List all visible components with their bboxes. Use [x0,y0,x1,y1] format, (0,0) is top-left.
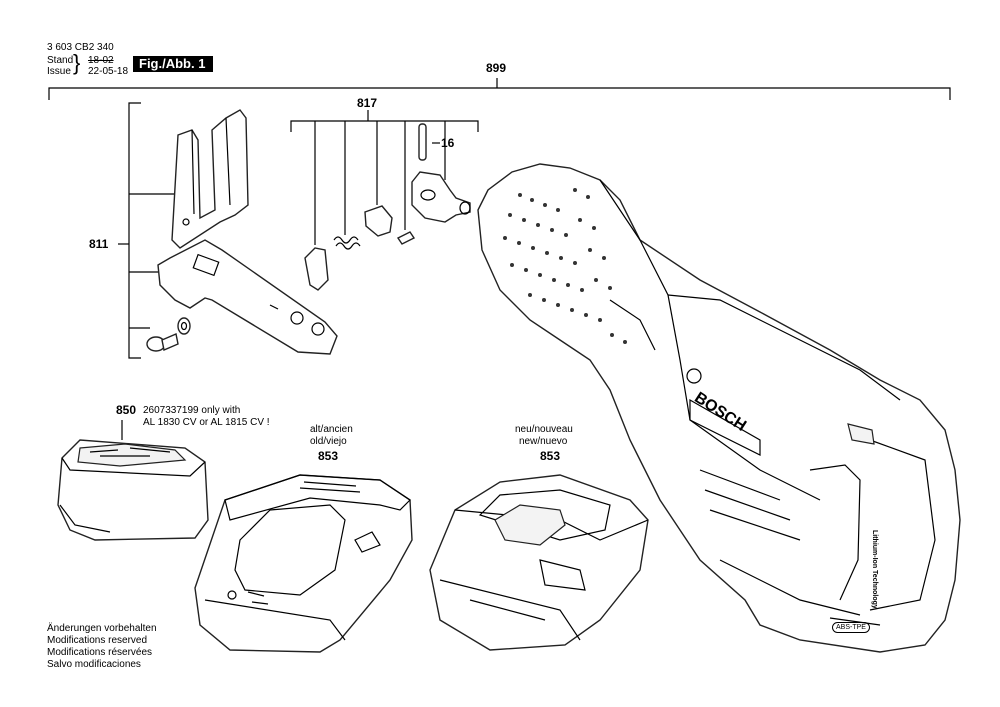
pin-16-part [418,123,427,161]
battery-pack-part [57,420,209,541]
screw-part [146,317,191,352]
callout-853-old-label1: alt/ancien [310,424,353,435]
bracket-glyph: } [73,50,81,75]
clip-part [364,205,393,237]
issue-date: 22-05-18 [88,66,129,77]
callout-899: 899 [486,61,507,75]
callout-850: 850 [116,403,137,417]
document-number: 3 603 CB2 340 [47,42,114,53]
old-charger-part [194,474,413,653]
belt-clip-part [171,109,249,249]
saw-body-part [477,163,961,653]
issue-label: Issue [47,66,71,77]
footer-line-3: Modifications réservées [47,647,153,658]
footer-line-4: Salvo modificaciones [47,659,141,670]
battery-technology-label: Lithium-Ion Technology [871,530,878,609]
callout-853-new-label1: neu/nouveau [515,424,573,435]
pin-small-part [396,231,416,245]
callout-817: 817 [357,96,378,110]
callout-853-old-label2: old/viejo [310,436,347,447]
callout-811: 811 [89,237,109,251]
callout-850-note-line1: 2607337199 only with [143,405,241,416]
old-date: 18-02 [88,55,114,66]
callout-850-note-line2: AL 1830 CV or AL 1815 CV ! [143,417,270,428]
stand-label: Stand [47,55,74,66]
figure-label: Fig./Abb. 1 [133,56,213,72]
callout-817-bracket [290,110,479,245]
abs-tpe-label: ABS-TPE [832,622,870,633]
callout-853-new: 853 [540,449,561,463]
footer-line-2: Modifications reserved [47,635,148,646]
callout-853-new-label2: new/nuevo [519,436,568,447]
callout-811-bracket [118,102,175,359]
callout-853-old: 853 [318,449,339,463]
new-charger-part [429,474,649,651]
callout-899-bracket [48,78,951,100]
callout-16: 16 [441,136,455,150]
hook-plate-part [157,239,338,355]
hinge-part [411,171,471,223]
footer-line-1: Änderungen vorbehalten [47,623,157,634]
spring-part [333,236,361,250]
latch-button-part [304,247,329,291]
